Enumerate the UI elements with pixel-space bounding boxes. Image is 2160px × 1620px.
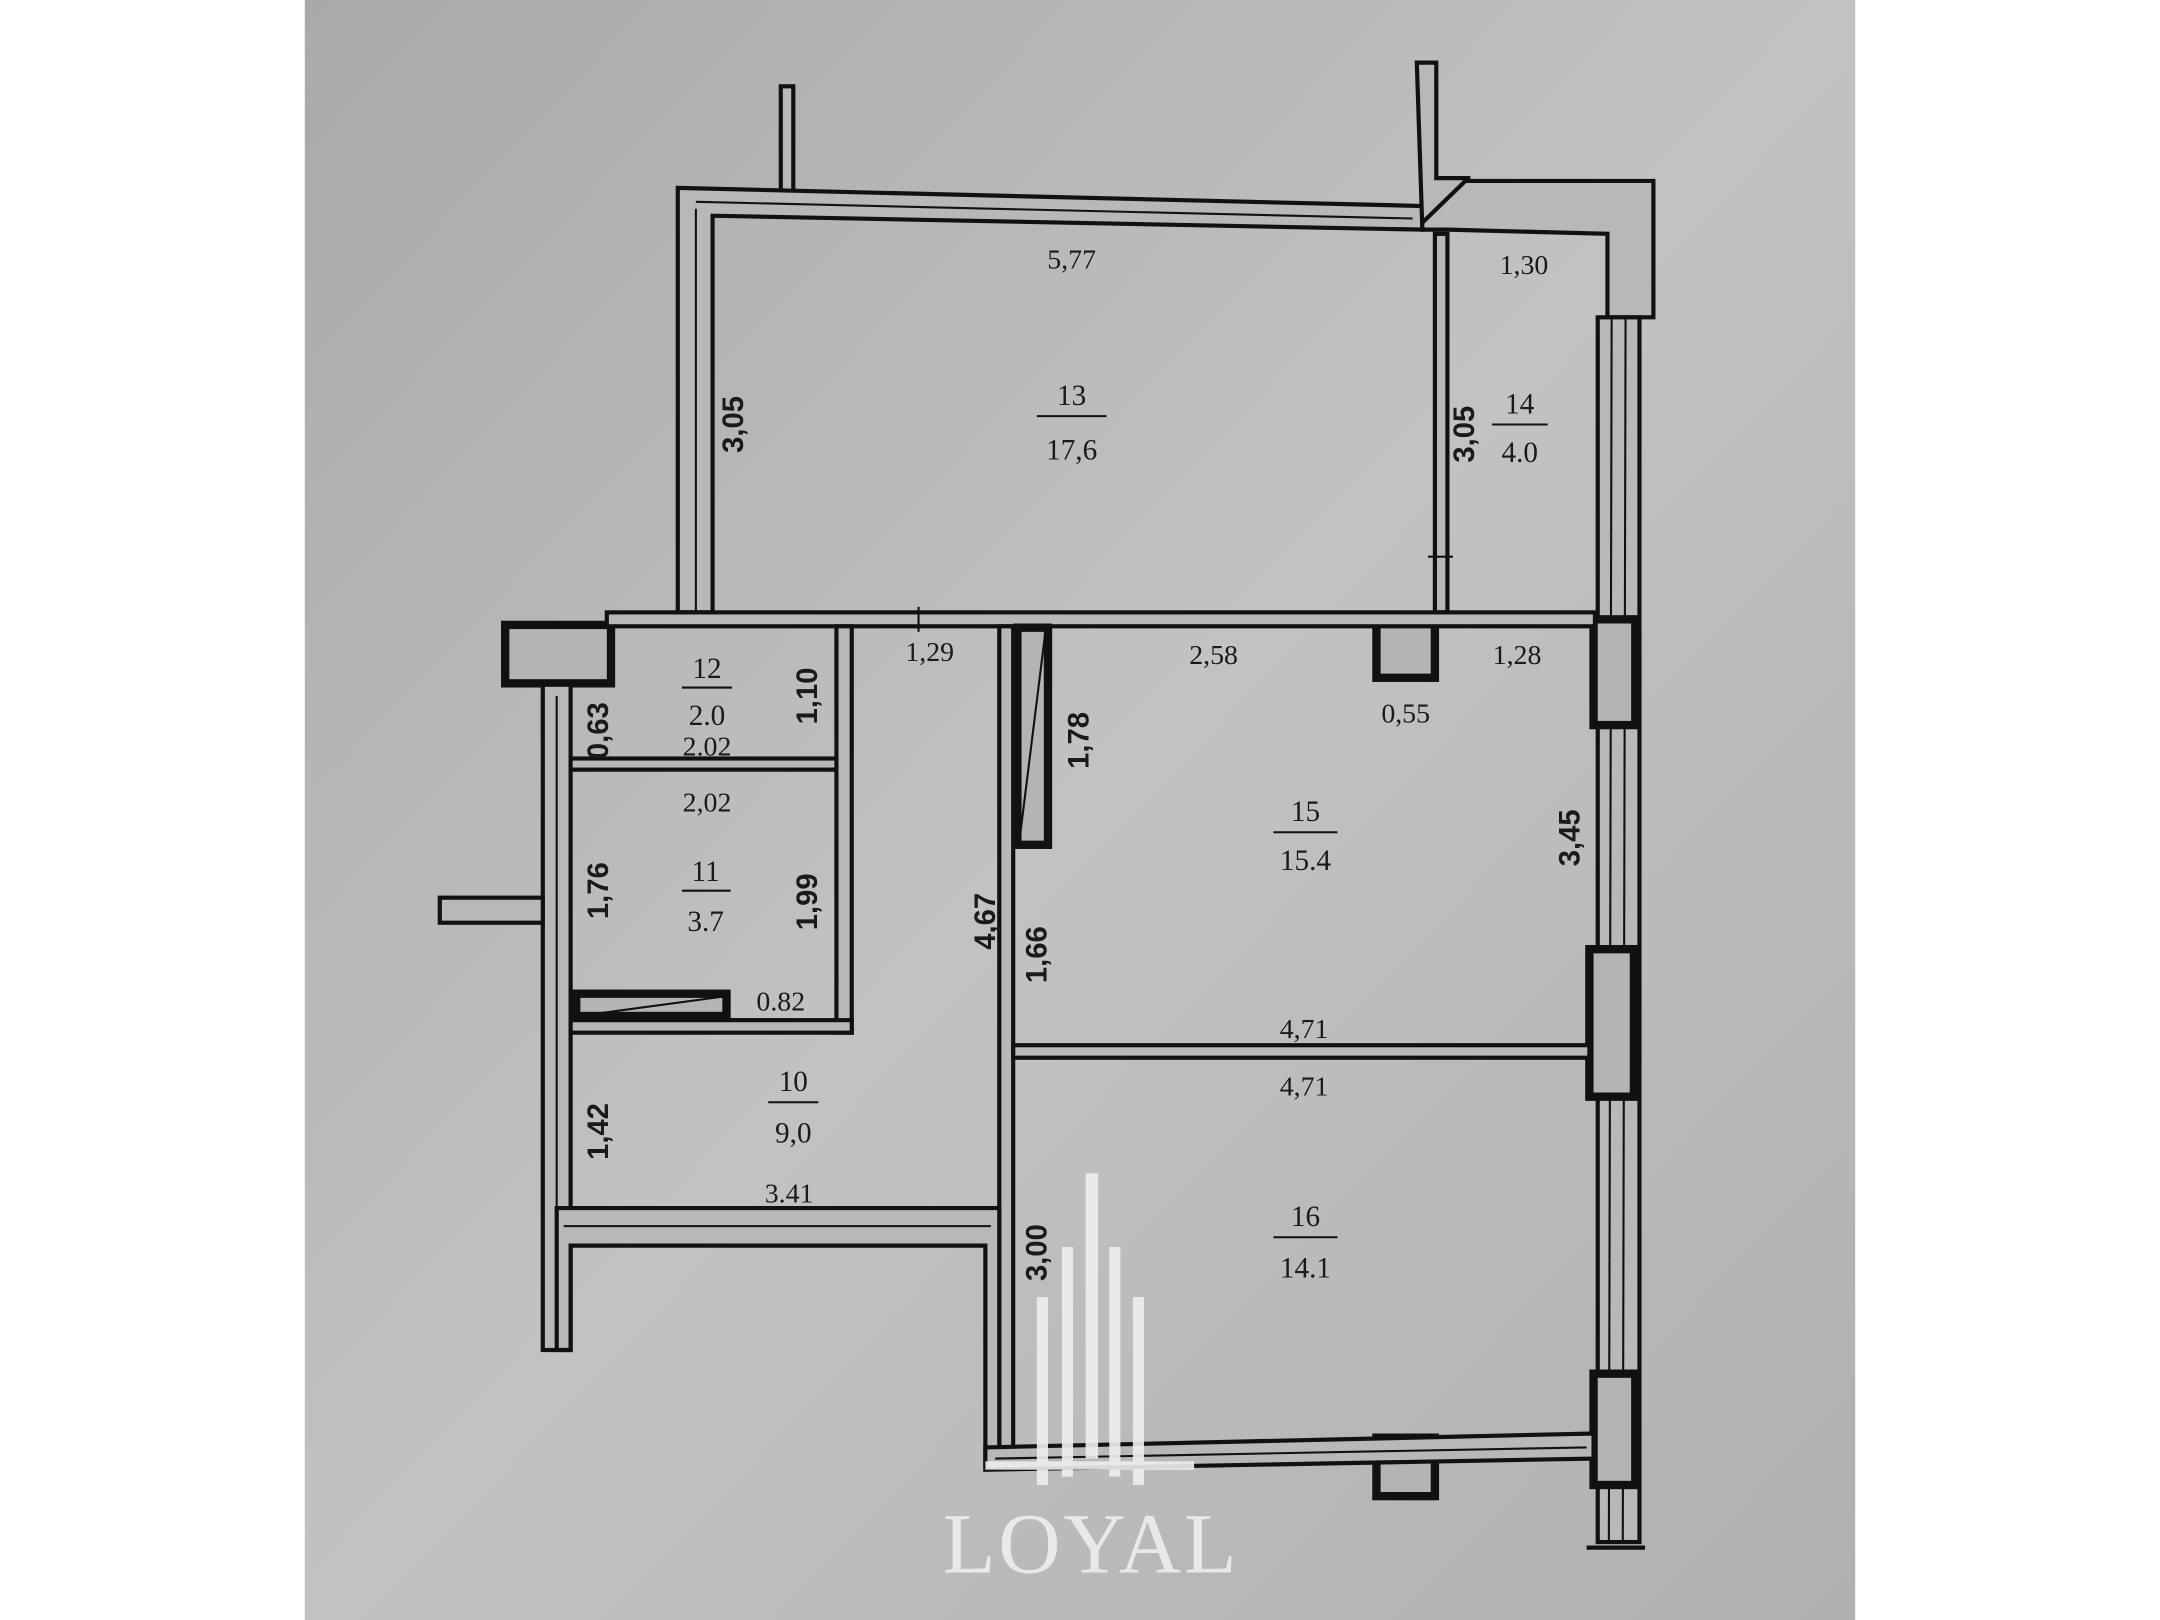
room-number: 11 [692,856,720,888]
brand-logo-text: LOYAL [943,1496,1240,1592]
room-area: 9,0 [775,1118,812,1150]
dimension-label: 4,71 [1280,1071,1329,1102]
room-area: 4.0 [1502,437,1539,469]
dimension-label: 1,30 [1500,250,1549,281]
dimension-label: 1,76 [583,862,615,919]
room-13-label: 13 17,6 [1036,380,1107,466]
dimension-label: 3,00 [1022,1224,1054,1281]
room-area: 17,6 [1046,434,1097,466]
dimension-label: 1,10 [792,667,824,724]
room-area: 15.4 [1280,845,1332,877]
room-number: 13 [1057,380,1086,412]
dimension-label: 1,28 [1493,640,1542,671]
dimension-label: 1,42 [583,1103,615,1160]
room-number: 14 [1505,388,1535,420]
room-16-label: 16 14.1 [1273,1201,1338,1285]
room-area: 3.7 [687,906,724,938]
dimension-label: 1,29 [905,637,954,668]
dimension-label: 3.41 [765,1178,814,1209]
dimension-label: 2,02 [683,787,732,818]
room-number: 15 [1291,796,1320,828]
dimension-label: 0,63 [583,702,615,759]
dimension-label: 4,71 [1280,1014,1329,1045]
dimension-label: 0.82 [756,986,805,1017]
dimension-label: 3,05 [1449,406,1481,463]
room-15-label: 15 15.4 [1273,796,1338,877]
dimensions: 5,77 3,05 1,30 3,05 2.02 1,10 0,63 1,29 … [583,245,1586,1281]
dimension-label: 1,78 [1063,712,1095,769]
room-11-label: 11 3.7 [681,856,731,938]
room-number: 10 [779,1066,808,1098]
dimension-label: 3,05 [718,396,750,453]
room-12-label: 12 2.0 [681,653,733,732]
room-number: 12 [692,653,721,685]
dimension-label: 4,67 [970,893,1002,950]
loyal-watermark: LOYAL [943,1173,1240,1592]
dimension-label: 3,45 [1555,809,1587,866]
dimension-label: 1,66 [1022,926,1054,983]
room-area: 14.1 [1280,1253,1331,1285]
dimension-label: 2.02 [683,732,732,763]
dimension-label: 1,99 [792,873,824,930]
dimension-label: 5,77 [1047,245,1096,276]
dimension-label: 2,58 [1189,640,1238,671]
room-14-label: 14 4.0 [1491,388,1548,469]
room-10-label: 10 9,0 [768,1066,819,1150]
room-labels: 13 17,6 14 4.0 12 2.0 11 3.7 15 15.4 10 … [681,380,1548,1285]
dimension-label: 0,55 [1381,698,1430,729]
room-area: 2.0 [689,700,726,732]
room-number: 16 [1291,1201,1320,1233]
